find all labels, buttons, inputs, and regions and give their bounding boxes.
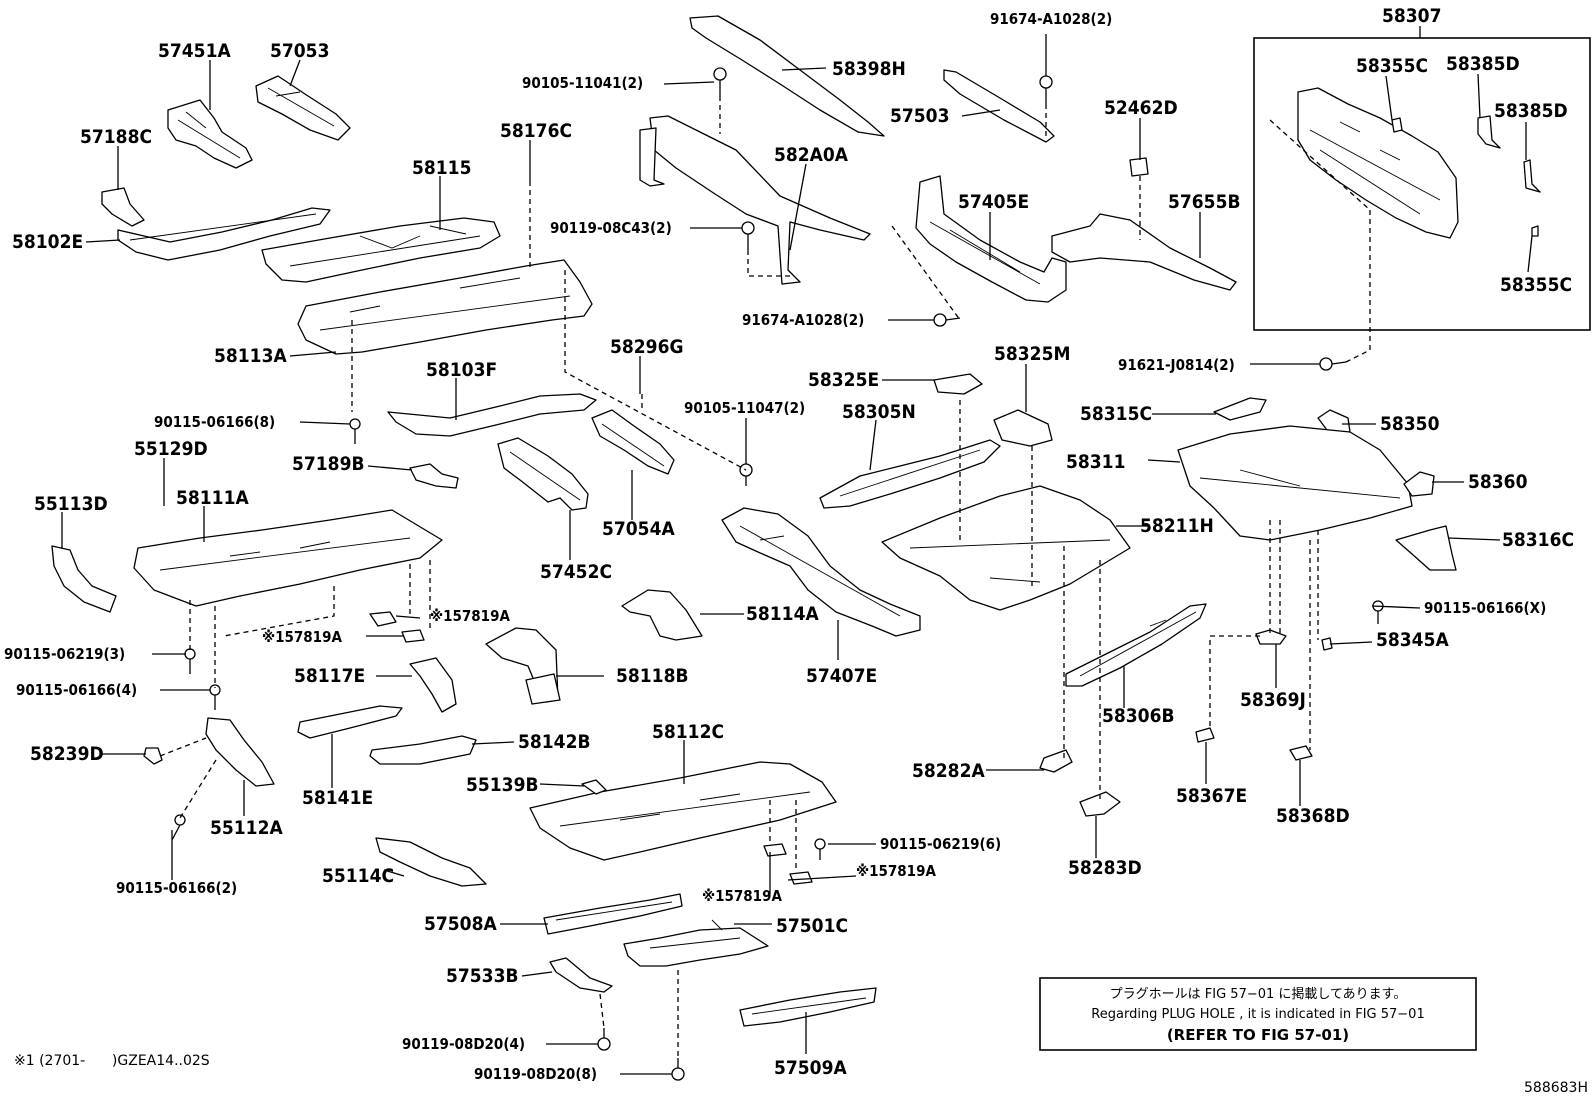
- assembly-lines: [159, 96, 1371, 1058]
- fastener-label: 90105-11041(2): [522, 74, 643, 92]
- part-label: 58355C: [1356, 55, 1428, 77]
- fastener-label: 90115-06166(X): [1424, 599, 1546, 617]
- fastener-label: ※157819A: [430, 607, 510, 625]
- part-label: 58113A: [214, 345, 287, 367]
- part-label: 55112A: [210, 817, 283, 839]
- part-label: 58296G: [610, 336, 684, 358]
- part-label: 55113D: [34, 493, 108, 515]
- part-label: 58142B: [518, 731, 591, 753]
- fastener-label: 90115-06166(8): [154, 413, 275, 431]
- part-label: 57053: [270, 40, 329, 62]
- inset-box-58307: [1253, 37, 1591, 331]
- part-label: 58315C: [1080, 403, 1152, 425]
- footnote: ※1 (2701- )GZEA14..02S: [14, 1053, 210, 1069]
- part-label: 58385D: [1494, 100, 1568, 122]
- part-label: 57405E: [958, 191, 1029, 213]
- fastener-label: 90119-08D20(8): [474, 1065, 597, 1083]
- fastener-label: 90115-06219(3): [4, 645, 125, 663]
- fastener-label: 90105-11047(2): [684, 399, 805, 417]
- note-line-english: Regarding PLUG HOLE , it is indicated in…: [1091, 1007, 1424, 1022]
- part-label: 57508A: [424, 913, 497, 935]
- part-label: 58282A: [912, 760, 985, 782]
- part-label: 58112C: [652, 721, 724, 743]
- part-label: 57054A: [602, 518, 675, 540]
- fastener-symbols: [171, 67, 1384, 1081]
- part-label: 58385D: [1446, 53, 1520, 75]
- part-label: 58316C: [1502, 529, 1574, 551]
- part-label: 58307: [1382, 5, 1441, 27]
- fastener-label: 91621-J0814(2): [1118, 356, 1235, 374]
- part-label: 55114C: [322, 865, 394, 887]
- part-label: 58367E: [1176, 785, 1247, 807]
- part-label: 58211H: [1140, 515, 1214, 537]
- part-shapes: [51, 15, 1541, 1027]
- plug-hole-note: プラグホールは FIG 57−01 に掲載してあります。 Regarding P…: [1091, 986, 1424, 1044]
- fastener-label: 91674-A1028(2): [990, 10, 1112, 28]
- part-label: 58305N: [842, 401, 916, 423]
- note-line-refer: (REFER TO FIG 57-01): [1167, 1026, 1349, 1044]
- fastener-label: 91674-A1028(2): [742, 311, 864, 329]
- fastener-label: ※157819A: [702, 887, 782, 905]
- part-label: 58325M: [994, 343, 1070, 365]
- fastener-label: 90119-08C43(2): [550, 219, 672, 237]
- part-label: 58398H: [832, 58, 906, 80]
- part-label: 58176C: [500, 120, 572, 142]
- part-label: 58118B: [616, 665, 689, 687]
- part-label: 58360: [1468, 471, 1528, 493]
- fastener-label: 90115-06166(4): [16, 681, 137, 699]
- leader-lines: [61, 34, 1533, 1075]
- part-label: 58239D: [30, 743, 104, 765]
- part-label: 57655B: [1168, 191, 1241, 213]
- part-label: 58311: [1066, 451, 1125, 473]
- part-label: 55129D: [134, 438, 208, 460]
- part-label: 57503: [890, 105, 949, 127]
- part-label: 58350: [1380, 413, 1440, 435]
- part-label: 55139B: [466, 774, 539, 796]
- part-label: 57189B: [292, 453, 365, 475]
- part-label: 58325E: [808, 369, 879, 391]
- fastener-label: 90115-06219(6): [880, 835, 1001, 853]
- part-label: 58355C: [1500, 274, 1572, 296]
- part-label: 582A0A: [774, 144, 849, 166]
- note-line-japanese: プラグホールは FIG 57−01 に掲載してあります。: [1110, 986, 1407, 1002]
- part-label: 57533B: [446, 965, 519, 987]
- part-label: 58345A: [1376, 629, 1449, 651]
- fastener-label: 90115-06166(2): [116, 879, 237, 897]
- part-label: 57452C: [540, 561, 612, 583]
- part-label: 57501C: [776, 915, 848, 937]
- diagram-id: 588683H: [1524, 1080, 1588, 1096]
- part-label: 52462D: [1104, 97, 1178, 119]
- part-label: 58102E: [12, 231, 83, 253]
- part-label: 58369J: [1240, 689, 1306, 711]
- part-label: 58283D: [1068, 857, 1142, 879]
- part-label: 58306B: [1102, 705, 1175, 727]
- part-label: 57509A: [774, 1057, 847, 1079]
- part-label: 58115: [412, 157, 471, 179]
- part-label: 58117E: [294, 665, 365, 687]
- fastener-label: 90119-08D20(4): [402, 1035, 525, 1053]
- part-labels: 57451A 57053 57188C 58102E 58115 58176C …: [12, 5, 1574, 1079]
- fastener-labels: 91674-A1028(2) 90105-11041(2) 90119-08C4…: [4, 10, 1546, 1083]
- part-label: 58111A: [176, 487, 249, 509]
- fastener-label: ※157819A: [856, 862, 936, 880]
- part-label: 57451A: [158, 40, 231, 62]
- fastener-label: ※157819A: [262, 628, 342, 646]
- part-label: 57407E: [806, 665, 877, 687]
- part-label: 58368D: [1276, 805, 1350, 827]
- part-label: 58103F: [426, 359, 497, 381]
- part-label: 58114A: [746, 603, 819, 625]
- part-label: 58141E: [302, 787, 373, 809]
- part-label: 57188C: [80, 126, 152, 148]
- note-box: [1039, 977, 1477, 1051]
